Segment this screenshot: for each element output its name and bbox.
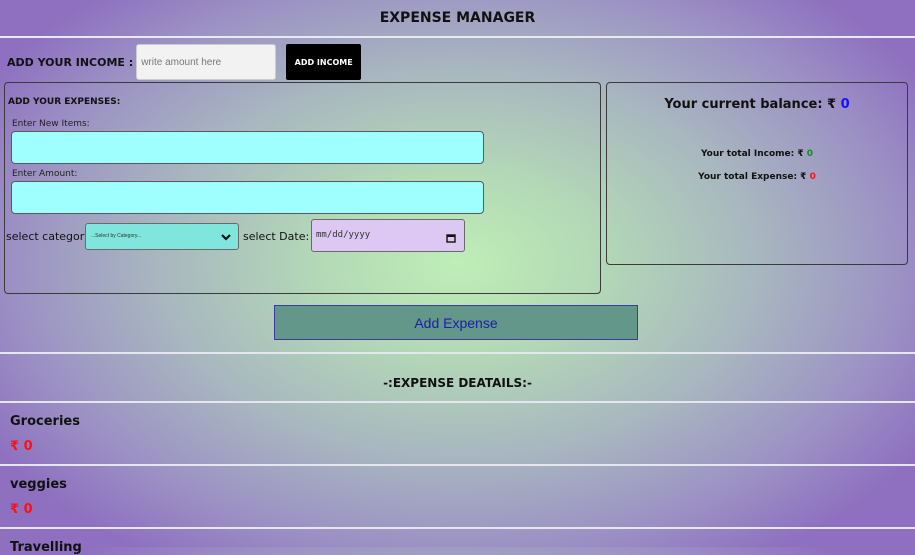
- date-label: select Date:: [243, 230, 310, 243]
- divider: [0, 401, 915, 403]
- current-balance: Your current balance: ₹ 0: [607, 97, 907, 112]
- income-label: ADD YOUR INCOME :: [7, 55, 134, 69]
- total-income: Your total Income: ₹ 0: [607, 149, 907, 159]
- current-balance-label: Your current balance: ₹: [664, 97, 837, 112]
- page-title: EXPENSE MANAGER: [0, 0, 915, 38]
- balance-panel: Your current balance: ₹ 0 Your total Inc…: [606, 82, 908, 265]
- chevron-down-icon: [220, 230, 232, 248]
- calendar-icon[interactable]: [446, 230, 456, 248]
- income-input[interactable]: [136, 44, 277, 80]
- total-expense-label: Your total Expense: ₹: [698, 172, 807, 182]
- amount-input[interactable]: [11, 181, 484, 214]
- category-amount: ₹ 0: [10, 439, 33, 454]
- category-selected-value: ...Select by Category...: [91, 233, 142, 239]
- category-name: Travelling: [10, 540, 82, 555]
- expense-details-title: -:EXPENSE DEATAILS:-: [383, 376, 532, 390]
- category-item-groceries: Groceries ₹ 0: [10, 414, 80, 454]
- current-balance-value: 0: [840, 97, 850, 112]
- total-expense-value: 0: [809, 172, 816, 182]
- add-expenses-title: ADD YOUR EXPENSES:: [8, 97, 121, 107]
- item-input[interactable]: [11, 131, 484, 164]
- date-input[interactable]: mm/dd/yyyy: [311, 219, 465, 252]
- category-amount: ₹ 0: [10, 502, 33, 517]
- total-income-value: 0: [806, 149, 814, 159]
- add-income-button[interactable]: ADD INCOME: [286, 44, 362, 80]
- item-label: Enter New Items:: [12, 119, 90, 129]
- category-label: select category:: [6, 230, 94, 243]
- category-select[interactable]: ...Select by Category...: [85, 223, 239, 250]
- category-item-travelling: Travelling: [10, 540, 82, 555]
- add-expense-button[interactable]: Add Expense: [274, 305, 638, 340]
- divider: [0, 352, 915, 354]
- date-placeholder: mm/dd/yyyy: [316, 230, 371, 240]
- divider: [0, 527, 915, 529]
- total-expense: Your total Expense: ₹ 0: [607, 172, 907, 182]
- income-row: ADD YOUR INCOME : ADD INCOME: [7, 43, 362, 81]
- divider: [0, 464, 915, 466]
- category-name: Groceries: [10, 414, 80, 429]
- total-income-label: Your total Income: ₹: [700, 149, 804, 159]
- category-name: veggies: [10, 477, 67, 492]
- add-expenses-panel: ADD YOUR EXPENSES: Enter New Items: Ente…: [4, 82, 601, 294]
- category-item-veggies: veggies ₹ 0: [10, 477, 67, 517]
- amount-label: Enter Amount:: [12, 169, 78, 179]
